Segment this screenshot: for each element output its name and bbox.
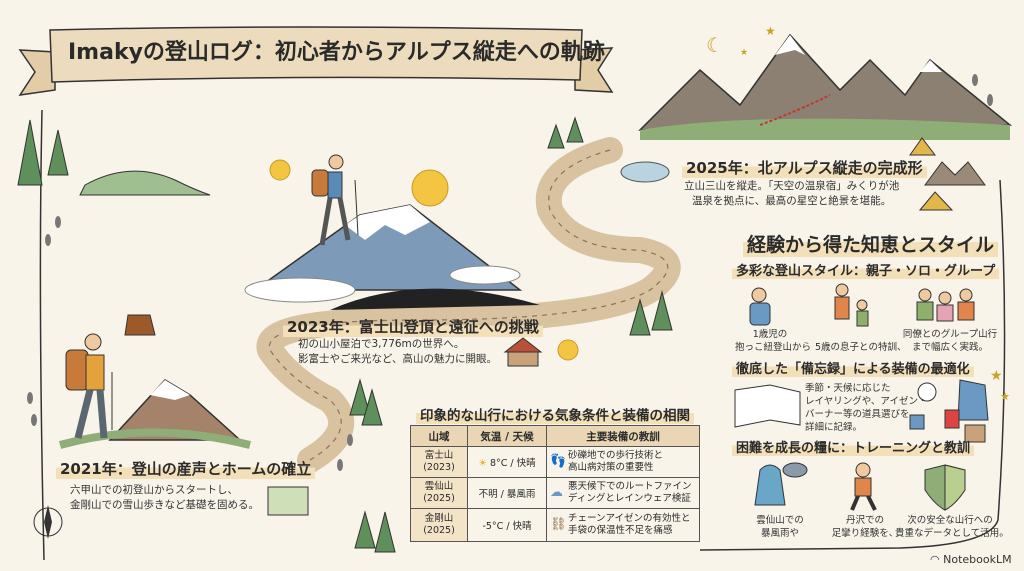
- hiker-on-fuji: [311, 154, 359, 246]
- svg-text:★: ★: [765, 24, 776, 38]
- timeline-2023-text: 初の山小屋泊で3,776mの世界へ。 影富士やご来光など、高山の魅力に開眼。: [298, 337, 497, 367]
- svg-text:★: ★: [1000, 390, 1010, 403]
- mountain-cell: 金剛山(2025): [410, 508, 468, 542]
- mountain-cell: 雲仙山(2025): [410, 477, 468, 509]
- rokko-mountain-hiker: [58, 314, 251, 449]
- style-caption-parent-baby: 1歳児の抱っこ紐登山から: [735, 329, 812, 353]
- text-line: 初の山小屋泊で3,776mの世界へ。: [298, 338, 465, 350]
- weather-cell: 不明 / 暴風雨: [467, 477, 547, 509]
- crampons-icon: ⛓: [550, 517, 567, 532]
- notebooklm-icon: ◠: [930, 553, 940, 566]
- table-row: 雲仙山(2025) 不明 / 暴風雨 ☁悪天候下でのルートファインディングとレイ…: [410, 477, 700, 509]
- text-line: 影富士やご来光など、高山の魅力に開眼。: [298, 353, 497, 365]
- mount-fuji: [244, 159, 540, 310]
- style-caption-group: 同僚とのグループ山行まで幅広く実践。: [902, 329, 998, 353]
- text-line: 温泉を拠点に、最高の星空と絶景を堪能。: [692, 195, 892, 207]
- column-header: 主要装備の教訓: [546, 425, 700, 447]
- text-line: 金剛山での雪山歩きなど基礎を固める。: [70, 499, 259, 511]
- lesson-cell: ☁悪天候下でのルートファインディングとレインウェア検証: [546, 477, 700, 509]
- title-banner-ribbon: [18, 26, 614, 96]
- table-row: 金剛山(2025) -5°C / 快晴 ⛓チェーンアイゼンの有効性と手袋の保温性…: [410, 508, 700, 542]
- growth-caption-shield: 次の安全な山行への貴重なデータとして活用。: [895, 515, 1009, 539]
- weather-cell: ☀ 8°C / 快晴: [467, 446, 547, 478]
- growth-caption-storm: 雲仙山での暴風雨や: [756, 515, 804, 539]
- style-people-icons: [749, 283, 975, 327]
- timeline-2021-heading: 2021年：登山の産声とホームの確立: [56, 458, 316, 479]
- lesson-cell: ⛓チェーンアイゼンの有効性と手袋の保温性不足を痛感: [546, 508, 700, 542]
- styles-heading: 多彩な登山スタイル：親子・ソロ・グループ: [732, 260, 1000, 279]
- weather-cell: -5°C / 快晴: [467, 508, 547, 542]
- svg-text:★: ★: [990, 368, 1003, 384]
- text-line: 立山三山を縦走。「天空の温泉宿」みくりが池: [684, 180, 900, 192]
- memo-heading: 徹底した「備忘録」による装備の最適化: [732, 358, 974, 377]
- memo-text: 季節・天候に応じたレイヤリングや、アイゼン・バーナー等の道具選びを詳細に記録。: [805, 383, 928, 433]
- footprints-icon: 👣: [550, 454, 567, 469]
- notebooklm-logo: ◠ NotebookLM: [930, 553, 1012, 566]
- weather-table-title: 印象的な山行における気象条件と装備の相関: [416, 404, 694, 424]
- weather-gear-table: 山域 気温 / 天候 主要装備の教訓 富士山(2023) ☀ 8°C / 快晴 …: [410, 425, 700, 542]
- lesson-cell: 👣砂礫地での歩行技術と高山病対策の重要性: [546, 446, 700, 478]
- table-row: 富士山(2023) ☀ 8°C / 快晴 👣砂礫地での歩行技術と高山病対策の重要…: [410, 446, 700, 478]
- column-header: 山域: [410, 425, 468, 447]
- north-alps-mountains: [638, 33, 1013, 140]
- page-title: Imakyの登山ログ：初心者からアルプス縦走への軌跡: [68, 40, 605, 65]
- style-caption-parent-child: 5歳の息子との特訓、: [815, 342, 907, 353]
- text-line: 六甲山での初登山からスタートし、: [70, 484, 238, 496]
- growth-caption-cramp: 丹沢での足攣り経験を、: [831, 515, 899, 539]
- wisdom-heading: 経験から得た知恵とスタイル: [743, 230, 999, 257]
- timeline-2025-heading: 2025年：北アルプス縦走の完成形: [682, 157, 927, 178]
- growth-heading: 困難を成長の糧に：トレーニングと教訓: [732, 437, 975, 456]
- column-header: 気温 / 天候: [467, 425, 547, 447]
- timeline-2023-heading: 2023年：富士山登頂と遠征への挑戦: [283, 316, 543, 337]
- svg-text:☾: ☾: [706, 33, 724, 57]
- rain-cloud-icon: ☁: [550, 485, 563, 500]
- timeline-2021-text: 六甲山での初登山からスタートし、 金剛山での雪山歩きなど基礎を固める。: [70, 483, 259, 513]
- pine-trees: [17, 116, 673, 553]
- sun-icon: ☀: [478, 458, 487, 469]
- mountain-cell: 富士山(2023): [410, 446, 468, 478]
- svg-text:★: ★: [740, 48, 748, 58]
- timeline-2025-text: 立山三山を縦走。「天空の温泉宿」みくりが池 温泉を拠点に、最高の星空と絶景を堪能…: [684, 179, 899, 209]
